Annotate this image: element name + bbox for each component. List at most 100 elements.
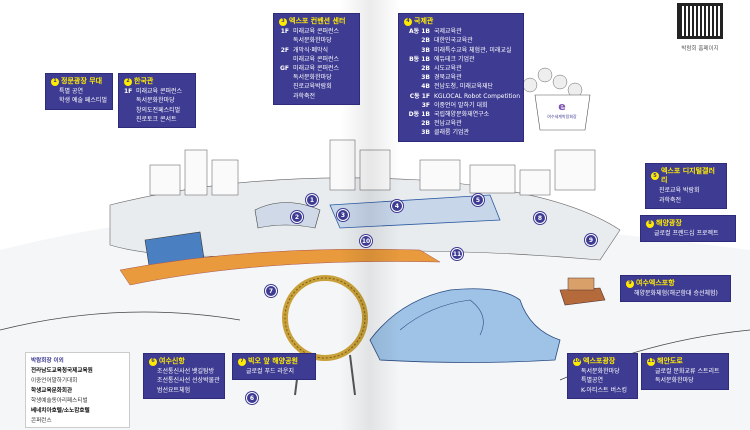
box-item: 해양문화체험(해군함대 승선체험) (634, 290, 718, 298)
map-marker-1[interactable]: 1 (306, 194, 318, 206)
box-item: 글로컬 프렌드십 프로젝트 (654, 230, 719, 238)
map-marker-10[interactable]: 10 (360, 235, 372, 247)
number-badge: 4 (404, 17, 412, 26)
map-marker-5[interactable]: 5 (472, 194, 484, 206)
map-marker-9[interactable]: 9 (585, 234, 597, 246)
floor-label: 4B (421, 83, 430, 91)
box-title: 해양광장 (656, 219, 682, 227)
map-marker-4[interactable]: 4 (391, 200, 403, 212)
floor-label (279, 73, 293, 82)
off-site-legend: 박람회장 이외 전라남도교육청국제교육원 이중언어말하기대회 학생교육문화회관 … (25, 352, 130, 428)
legend-venue: 베네치아호텔/소노캄호텔 (31, 408, 90, 414)
sign-text: 여수세계박람회장 (547, 113, 577, 119)
box-item: 독서문화한마당 (581, 368, 620, 376)
box-title: 엑스포 디지털갤러리 (660, 167, 715, 185)
box-row: 과학축전 (279, 92, 354, 101)
floor-label: A동 1B (408, 28, 430, 36)
map-marker-6[interactable]: 6 (246, 392, 258, 404)
box-row: 진로교육박람회 (279, 82, 354, 91)
map-marker-7[interactable]: 7 (265, 285, 277, 297)
floor-label: D동 1B (408, 111, 430, 119)
legend-venue: 전라남도교육청국제교육원 (31, 368, 93, 374)
legend-venue: 학생교육문화회관 (31, 388, 73, 394)
box-item: 국립해양문화재연구소 (434, 111, 490, 119)
number-badge: 5 (651, 172, 659, 181)
box-title: 여수엑스포항 (636, 279, 675, 287)
number-badge: 1 (51, 77, 59, 86)
box-item: 전남도청, 미래교육재단 (434, 83, 494, 91)
number-badge: 3 (279, 17, 287, 26)
number-badge: 2 (124, 77, 132, 86)
floor-label: 3F (421, 101, 430, 109)
box-title: 엑스포 컨벤션 센터 (289, 17, 346, 25)
box-item: 글로컬 문화교류 스트리트 (655, 368, 720, 376)
floor-label: C동 1F (409, 92, 430, 100)
box-item: 독서문화한마당 (293, 37, 332, 45)
floor-label: GF (279, 65, 289, 73)
box-row: 3F 이중언어 말하기 대회 (404, 101, 518, 110)
map-marker-8[interactable]: 8 (534, 212, 546, 224)
floor-label: 2B (421, 120, 430, 128)
box-item: 미래교육 콘퍼런스 (136, 88, 183, 96)
map-marker-2[interactable]: 2 (291, 211, 303, 223)
box-item: 창의도전페스티벌 (136, 106, 181, 114)
number-badge: 6 (149, 357, 157, 366)
box-item: 진로토크 콘서트 (136, 115, 177, 123)
map-marker-11[interactable]: 11 (451, 248, 463, 260)
box-item: 경북교육관 (434, 74, 462, 82)
floor-label: 2B (421, 37, 430, 45)
box-title: 한국관 (134, 77, 154, 85)
box-row: 독서문화한마당 (279, 36, 354, 45)
qr-code[interactable] (677, 3, 723, 39)
box-item: 독서문화한마당 (136, 97, 175, 105)
box-item: 미래교육 콘퍼런스 (293, 65, 340, 73)
number-badge: 10 (573, 357, 581, 366)
box-item: 에듀테크 기업관 (434, 55, 475, 63)
box-item: 이중언어 말하기 대회 (434, 101, 488, 109)
floor-label (279, 82, 293, 91)
box-item: KGLOCAL Robot Competition (434, 92, 521, 100)
box-item: 과학축전 (293, 92, 316, 100)
legend-event: 이중언어말하기대회 (31, 378, 78, 384)
legend-event: 콘퍼런스 (31, 418, 52, 424)
floor-label: 2B (421, 65, 430, 73)
box-item: 미래교육 콘퍼런스 (293, 55, 340, 63)
box-title: 국제관 (414, 17, 434, 25)
box-item: 특별 공연 (59, 88, 83, 96)
floor-label (279, 55, 293, 64)
box-row: 4B 전남도청, 미래교육재단 (404, 82, 518, 91)
number-badge: 11 (647, 357, 655, 366)
floor-label (279, 92, 293, 101)
box-item: 미래교육 콘퍼런스 (293, 28, 340, 36)
map-marker-3[interactable]: 3 (337, 209, 349, 221)
box-item: K-아티스트 버스킹 (581, 386, 628, 394)
box-item: 글로컬 푸드 라운지 (246, 368, 294, 376)
box-item: 독서문화한마당 (293, 74, 332, 82)
box-title: 빅오 앞 해양공원 (248, 357, 298, 365)
number-badge: 7 (238, 357, 246, 366)
legend-title: 박람회장 이외 (31, 358, 64, 364)
box-item: 전남교육관 (434, 120, 462, 128)
